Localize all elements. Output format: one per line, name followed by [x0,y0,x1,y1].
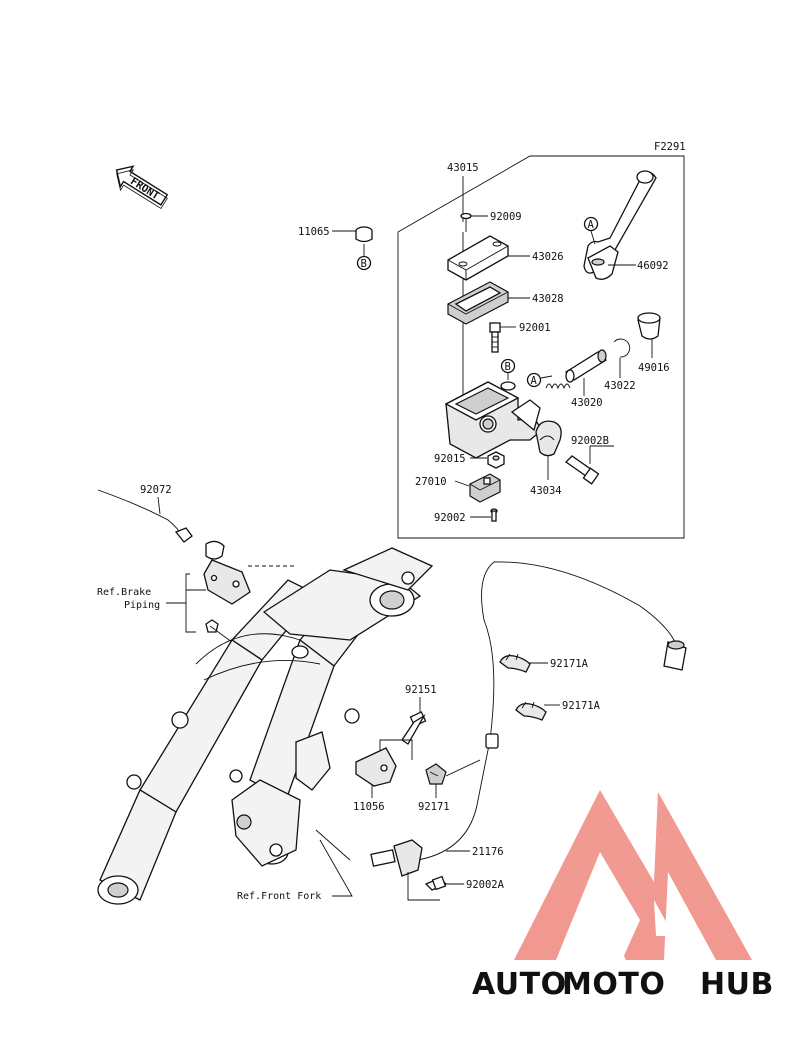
boot-49016 [637,312,661,340]
svg-text:A: A [588,219,595,231]
part-label-46092: 46092 [637,260,669,272]
assembly-frame [397,155,685,539]
part-label-11065: 11065 [298,226,330,238]
diaphragm-43028 [447,281,509,325]
svg-text:AUTO: AUTO [472,967,567,1002]
clip-92171a-upper [499,653,531,673]
part-label-11056: 11056 [353,801,385,813]
part-label-92151: 92151 [405,684,437,696]
part-label-92009: 92009 [490,211,522,223]
ref-brake-piping-line2: Piping [124,600,160,611]
nut-92015 [487,451,505,469]
svg-text:B: B [505,361,511,373]
callout-b-lower: B [356,244,372,271]
part-label-92015: 92015 [434,453,466,465]
part-label-92171: 92171 [418,801,450,813]
part-label-43020: 43020 [571,397,603,409]
part-label-43015: 43015 [447,162,479,174]
circlip-43022 [613,338,631,358]
part-label-49016: 49016 [638,362,670,374]
ref-brake-piping-line1: Ref.Brake [97,587,151,598]
screw-92002 [490,508,498,522]
cap-11065 [355,226,373,243]
reservoir-cap-43026 [447,235,509,281]
switch-27010 [469,473,501,503]
ref-front-fork: Ref.Front Fork [237,891,321,902]
clip-92171a-lower [515,701,547,721]
piston-spring-43020 [545,349,608,390]
bolt-92151 [401,711,427,745]
part-label-43028: 43028 [532,293,564,305]
bolt-92001 [489,322,501,353]
part-label-27010: 27010 [415,476,447,488]
svg-text:B: B [361,258,367,270]
figure-code: F2291 [654,141,686,153]
brake-pipe-92072 [97,489,225,560]
part-label-92002b: 92002B [571,435,609,447]
part-label-43034: 43034 [530,485,562,497]
part-label-92002: 92002 [434,512,466,524]
part-label-92002a: 92002A [466,879,505,891]
svg-text:MOTO: MOTO [562,967,665,1002]
svg-text:A: A [531,375,538,387]
automotohub-logo [514,790,752,960]
part-label-92072: 92072 [140,484,172,496]
callout-b-upper: B [500,358,516,380]
callout-a-piston: A [526,372,553,388]
bolt-92002b [564,455,600,485]
sensor-cable-21176 [370,561,687,877]
part-label-92001: 92001 [519,322,551,334]
svg-text:HUB: HUB [700,967,774,1002]
bracket-ref-brake [203,559,251,633]
bracket-11056 [355,747,397,787]
bolt-92002a [424,875,448,891]
callout-a-lever: A [583,216,599,245]
part-label-43026: 43026 [532,251,564,263]
clamp-43034 [535,420,562,457]
part-label-92171a-2: 92171A [562,700,601,712]
part-label-43022: 43022 [604,380,636,392]
front-direction-arrow: FRONT [115,165,169,210]
part-label-21176: 21176 [472,846,504,858]
brake-lever-46092 [583,170,657,280]
part-label-92171a-1: 92171A [550,658,589,670]
clamp-92171 [425,763,447,785]
master-cylinder-body [444,381,543,459]
front-fork-assembly [97,547,434,905]
screw-92009 [460,212,472,232]
automotohub-wordmark: AUTO MOTO HUB [472,967,774,1002]
